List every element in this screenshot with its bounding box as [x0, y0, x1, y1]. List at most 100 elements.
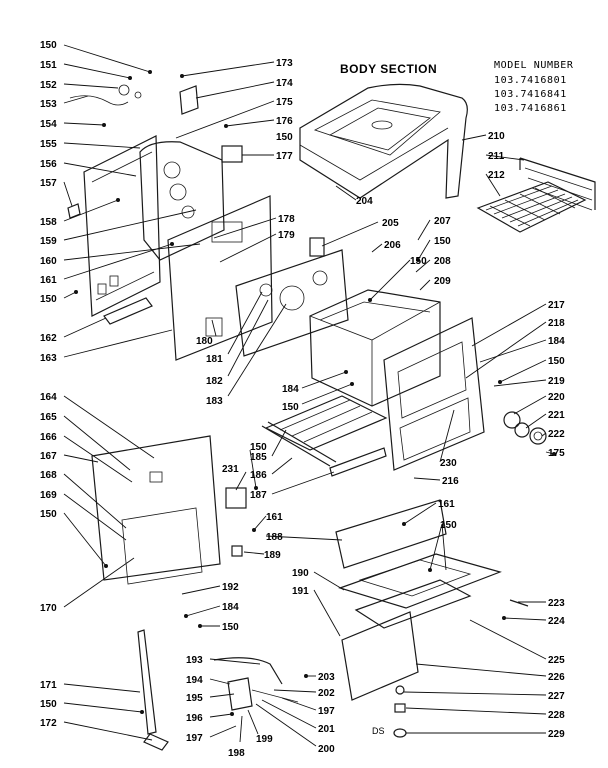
part-label: 202	[318, 688, 335, 699]
model-number-1: 103.7416801	[494, 75, 567, 86]
part-label: 150	[276, 132, 293, 143]
part-label: 203	[318, 672, 335, 683]
part-label: 152	[40, 80, 57, 91]
part-label: 220	[548, 392, 565, 403]
part-label: 172	[40, 718, 57, 729]
part-label: 187	[250, 490, 267, 501]
part-label: 193	[186, 655, 203, 666]
part-label: 158	[40, 217, 57, 228]
part-label: 206	[384, 240, 401, 251]
clip-157	[67, 203, 81, 219]
part-label: 150	[434, 236, 451, 247]
model-number-heading: MODEL NUMBER	[494, 60, 574, 71]
part-label: 161	[266, 512, 283, 523]
part-label: 231	[222, 464, 239, 475]
drawer-226	[341, 611, 419, 701]
part-label: 224	[548, 616, 565, 627]
part-label: 160	[40, 256, 57, 267]
part-label: 198	[228, 748, 245, 759]
part-label: 201	[318, 724, 335, 735]
knob-219	[503, 411, 521, 429]
oven-wall-183	[235, 249, 349, 357]
foot-228	[394, 703, 406, 713]
model-number-2: 103.7416841	[494, 89, 567, 100]
part-label: 182	[206, 376, 223, 387]
part-label: 225	[548, 655, 565, 666]
page-mark: DS	[372, 726, 385, 736]
part-label: 199	[256, 734, 273, 745]
part-label: 229	[548, 729, 565, 740]
part-label: 157	[40, 178, 57, 189]
vent-162	[103, 297, 153, 325]
part-label: 188	[266, 532, 283, 543]
part-label: 178	[278, 214, 295, 225]
part-label: 150	[282, 402, 299, 413]
part-label: 185	[250, 452, 267, 463]
section-title: BODY SECTION	[340, 62, 437, 76]
part-label: 197	[318, 706, 335, 717]
ring-220	[514, 422, 530, 438]
part-label: 190	[292, 568, 309, 579]
part-label: 162	[40, 333, 57, 344]
part-label: 207	[434, 216, 451, 227]
part-label: 150	[548, 356, 565, 367]
rack-185	[264, 395, 388, 451]
part-label: 222	[548, 429, 565, 440]
part-label: 184	[548, 336, 565, 347]
hinge-body	[227, 677, 253, 711]
part-label: 169	[40, 490, 57, 501]
part-label: 175	[548, 448, 565, 459]
part-label: 167	[40, 451, 57, 462]
part-label: 150	[250, 442, 267, 453]
part-label: 197	[186, 733, 203, 744]
part-label: 174	[276, 78, 293, 89]
side-panel-164	[91, 435, 221, 581]
part-label: 192	[222, 582, 239, 593]
part-label: 150	[40, 40, 57, 51]
foot-227	[395, 685, 405, 695]
wire-harness-153	[69, 95, 129, 106]
disc-221	[529, 427, 547, 445]
part-label: 221	[548, 410, 565, 421]
part-label: 218	[548, 318, 565, 329]
part-label: 154	[40, 119, 57, 130]
model-number-3: 103.7416861	[494, 103, 567, 114]
part-label: 176	[276, 116, 293, 127]
part-label: 184	[282, 384, 299, 395]
hinge-193	[213, 657, 283, 685]
panel-188	[335, 499, 447, 569]
part-label: 150	[410, 256, 427, 267]
part-label: 150	[40, 699, 57, 710]
oven-liner	[309, 289, 441, 407]
rear-frame-163	[167, 195, 273, 361]
leveler-223	[509, 599, 529, 607]
rail-186	[261, 421, 337, 467]
part-label: 170	[40, 603, 57, 614]
door-frame-217	[383, 317, 485, 471]
part-label: 179	[278, 230, 295, 241]
part-label: 204	[356, 196, 373, 207]
part-label: 196	[186, 713, 203, 724]
part-label: 153	[40, 99, 57, 110]
clip-189	[231, 545, 243, 557]
part-label: 209	[434, 276, 451, 287]
part-label: 210	[488, 131, 505, 142]
part-label: 161	[40, 275, 57, 286]
part-label: 150	[222, 622, 239, 633]
part-label: 159	[40, 236, 57, 247]
foot-172	[143, 733, 169, 751]
part-label: 226	[548, 672, 565, 683]
part-label: 165	[40, 412, 57, 423]
part-label: 227	[548, 691, 565, 702]
part-label: 191	[292, 586, 309, 597]
part-label: 181	[206, 354, 223, 365]
part-label: 186	[250, 470, 267, 481]
part-label: 168	[40, 470, 57, 481]
part-label: 175	[276, 97, 293, 108]
bracket-174	[179, 85, 199, 115]
part-label: 151	[40, 60, 57, 71]
part-label: 189	[264, 550, 281, 561]
leader-lines	[63, 44, 556, 747]
part-label: 150	[40, 509, 57, 520]
